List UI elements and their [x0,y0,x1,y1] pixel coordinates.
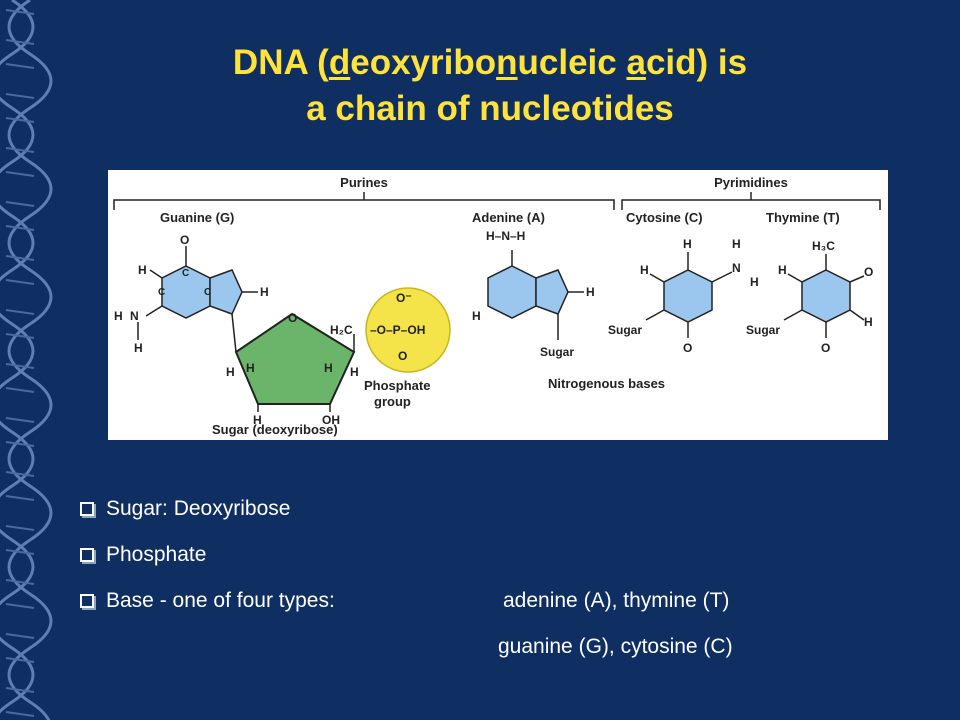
cytosine-sugar-label: Sugar [608,323,642,337]
adenine-sugar-label: Sugar [540,345,574,359]
bullet-phosphate: Phosphate [80,532,920,578]
thymine-label: Thymine (T) [766,210,840,225]
thymine-structure: H₃C H O H O [778,239,873,355]
svg-text:H: H [134,341,143,355]
svg-text:H: H [472,309,481,323]
svg-text:N: N [130,309,139,323]
svg-text:H: H [778,263,787,277]
svg-text:O: O [288,311,297,325]
bullet-base: Base - one of four types: adenine (A), t… [80,578,920,624]
svg-text:O: O [180,233,189,247]
svg-text:N: N [732,261,741,275]
svg-text:H: H [750,275,759,289]
svg-text:H₃C: H₃C [812,239,835,253]
svg-text:H: H [586,285,595,299]
svg-text:O: O [821,341,830,355]
bases-line-1: adenine (A), thymine (T) [503,589,730,612]
bullet-list: Sugar: Deoxyribose Phosphate Base - one … [80,486,920,670]
guanine-structure: O H H H N H C C C [114,233,269,355]
svg-text:O: O [398,349,407,363]
adenine-label: Adenine (A) [472,210,545,225]
svg-text:C: C [158,287,165,298]
phosphate-group-label-1: Phosphate [364,378,430,393]
title-line-2: a chain of nucleotides [306,89,674,128]
bullet-sugar: Sugar: Deoxyribose [80,486,920,532]
svg-text:OH: OH [322,413,340,427]
svg-text:H: H [324,361,333,375]
svg-text:H: H [246,361,255,375]
svg-text:O: O [864,265,873,279]
guanine-label: Guanine (G) [160,210,234,225]
checkbox-bullet-icon [80,594,94,608]
svg-text:H: H [732,237,741,251]
sugar-structure: O H H H H H OH H₂C [226,311,359,427]
phosphate-structure: –O–P–OH O⁻ O [365,287,451,373]
purines-bracket [113,192,881,210]
cytosine-label: Cytosine (C) [626,210,703,225]
svg-text:H: H [864,315,873,329]
svg-text:H: H [640,263,649,277]
checkbox-bullet-icon [80,548,94,562]
thymine-sugar-label: Sugar [746,323,780,337]
bullet-base-continuation: guanine (G), cytosine (C) [80,624,920,670]
svg-text:C: C [204,287,211,298]
svg-text:O⁻: O⁻ [396,291,412,305]
svg-text:H: H [114,309,123,323]
dna-helix-border [0,0,56,720]
nitrogenous-bases-label: Nitrogenous bases [548,376,665,391]
slide-title: DNA (deoxyribonucleic acid) is a chain o… [100,40,880,132]
svg-text:H₂C: H₂C [330,323,353,337]
svg-text:H: H [350,365,359,379]
svg-text:C: C [182,268,189,279]
svg-text:H: H [683,237,692,251]
svg-text:O: O [683,341,692,355]
svg-text:H–N–H: H–N–H [486,229,525,243]
nucleotide-diagram: Purines Pyrimidines Guanine (G) Adenine … [108,170,888,440]
purines-label: Purines [340,175,388,190]
svg-text:H: H [226,365,235,379]
sugar-deoxyribose-label: Sugar (deoxyribose) [212,422,338,437]
svg-text:–O–P–OH: –O–P–OH [370,323,425,337]
pyrimidines-label: Pyrimidines [714,175,788,190]
svg-text:H: H [253,413,262,427]
cytosine-structure: H H H N H O [640,237,759,355]
svg-text:H: H [138,263,147,277]
adenine-structure: H–N–H H H [472,229,595,340]
phosphate-group-label-2: group [374,394,411,409]
bases-line-2: guanine (G), cytosine (C) [498,635,733,658]
title-line-1: DNA (deoxyribonucleic acid) is [232,43,748,82]
svg-text:H: H [260,285,269,299]
checkbox-bullet-icon [80,502,94,516]
